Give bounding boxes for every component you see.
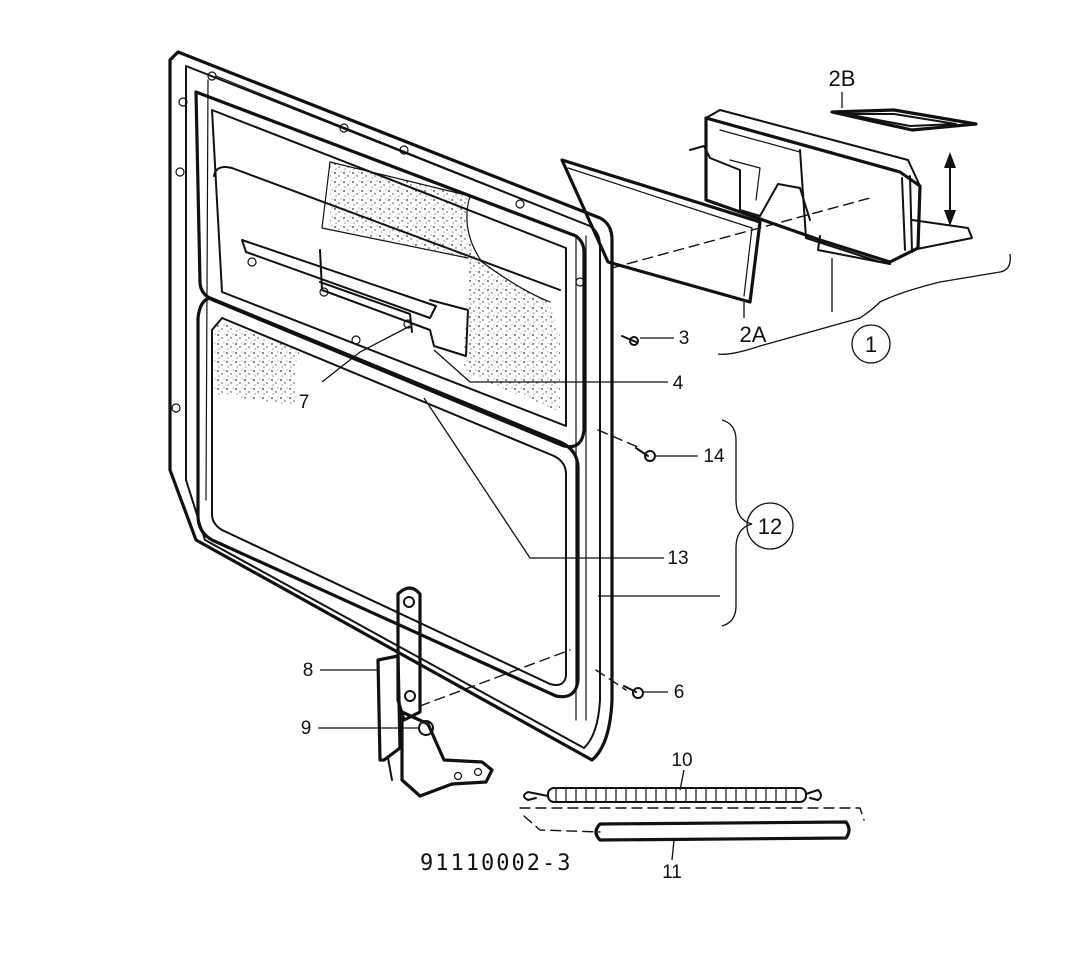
screw-3 bbox=[621, 335, 639, 346]
callout-4: 4 bbox=[673, 373, 684, 394]
door-inner-frame bbox=[194, 90, 586, 449]
callout-12-circle bbox=[746, 502, 794, 550]
callout-3: 3 bbox=[679, 328, 690, 349]
latch-assembly bbox=[689, 109, 973, 265]
screw-6 bbox=[595, 669, 644, 699]
screw-14 bbox=[597, 429, 656, 462]
callout-11: 11 bbox=[662, 862, 682, 883]
hinge-bracket bbox=[400, 710, 494, 798]
door-lower-window bbox=[196, 296, 580, 699]
callout-1: 1 bbox=[865, 332, 877, 357]
callout-13: 13 bbox=[667, 548, 688, 569]
callout-2a: 2A bbox=[740, 322, 767, 347]
callout-7: 7 bbox=[299, 392, 310, 413]
callout-1-circle bbox=[851, 324, 891, 364]
hinge-arm bbox=[376, 586, 422, 781]
drawing-number: 91110002-3 bbox=[420, 851, 572, 876]
callout-9: 9 bbox=[301, 718, 312, 739]
callout-8: 8 bbox=[303, 660, 314, 681]
callout-14: 14 bbox=[703, 446, 725, 467]
callout-2b: 2B bbox=[829, 66, 856, 91]
callout-12: 12 bbox=[758, 514, 782, 539]
door-handle-bracket bbox=[241, 239, 469, 357]
callout-6: 6 bbox=[674, 682, 685, 703]
latch-group-bracket bbox=[717, 253, 1011, 355]
gasket-2a bbox=[560, 158, 762, 304]
spring bbox=[523, 787, 822, 803]
double-arrow-icon bbox=[944, 152, 956, 226]
callout-10: 10 bbox=[671, 750, 692, 771]
gasket-2b bbox=[830, 108, 978, 132]
rod bbox=[594, 820, 851, 842]
